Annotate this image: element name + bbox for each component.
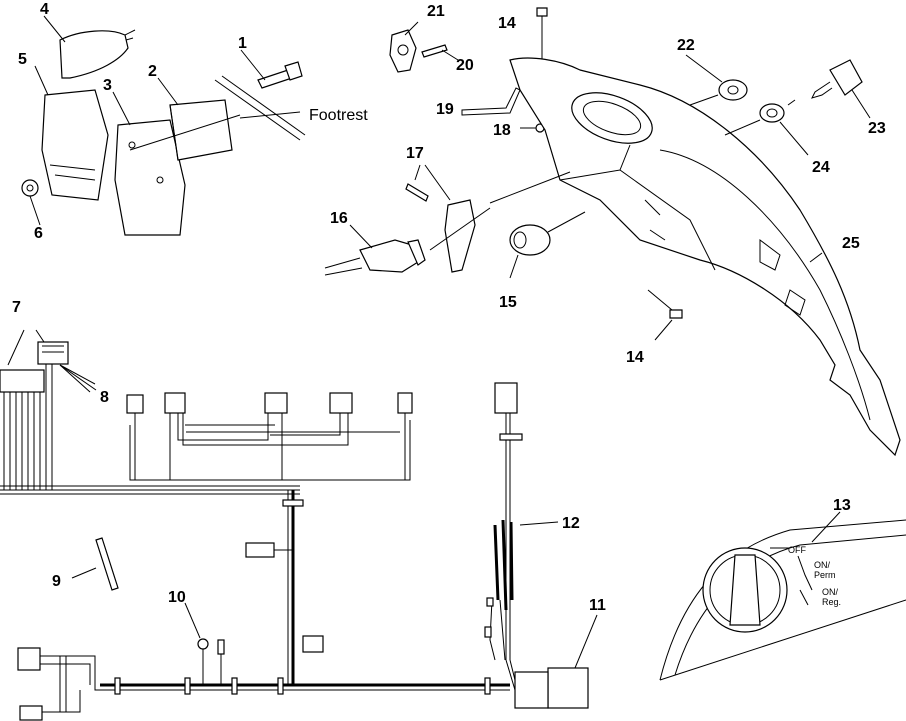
callout-18: 18 bbox=[493, 122, 511, 139]
callout-labels: 1 2 3 4 5 6 7 8 9 10 11 12 13 14 14 15 1… bbox=[12, 1, 886, 614]
callout-21: 21 bbox=[427, 3, 445, 20]
callout-9: 9 bbox=[52, 573, 61, 590]
clip-part bbox=[389, 29, 417, 73]
callout-25: 25 bbox=[842, 235, 860, 252]
wiring-harness bbox=[0, 329, 598, 721]
key-part bbox=[829, 59, 863, 96]
callout-5: 5 bbox=[18, 51, 27, 68]
screw-part bbox=[421, 44, 448, 58]
switch-off-label: OFF bbox=[788, 545, 806, 555]
callout-1: 1 bbox=[238, 35, 247, 52]
screw-top-part bbox=[536, 7, 548, 17]
callout-3: 3 bbox=[103, 77, 112, 94]
switch-components bbox=[324, 7, 586, 279]
tie-strap bbox=[95, 537, 119, 591]
switch-on-perm-label-2: Perm bbox=[814, 570, 836, 580]
side-connector bbox=[245, 542, 275, 558]
connector-c bbox=[264, 392, 288, 414]
lower-connector bbox=[302, 635, 324, 653]
switch-on-reg-label-2: Reg. bbox=[822, 597, 841, 607]
ring-terminal bbox=[197, 638, 209, 650]
pouch-part bbox=[59, 30, 129, 79]
callout-15: 15 bbox=[499, 294, 517, 311]
callout-16: 16 bbox=[330, 210, 348, 227]
connector-left-2 bbox=[19, 705, 43, 721]
connector-left-1 bbox=[17, 647, 41, 671]
connector-d bbox=[329, 392, 353, 414]
nut-part bbox=[21, 179, 39, 197]
callout-22: 22 bbox=[677, 37, 695, 54]
connector-12-top bbox=[494, 382, 518, 414]
module-assembly bbox=[21, 15, 306, 236]
callout-13: 13 bbox=[833, 497, 851, 514]
connector-b bbox=[164, 392, 186, 414]
ignition-switch-part bbox=[509, 224, 551, 256]
callout-2: 2 bbox=[148, 63, 157, 80]
callout-8: 8 bbox=[100, 389, 109, 406]
callout-20: 20 bbox=[456, 57, 474, 74]
ignition-switch-detail bbox=[659, 511, 906, 681]
callout-12: 12 bbox=[562, 515, 580, 532]
pin-part bbox=[461, 87, 521, 116]
callout-11: 11 bbox=[589, 597, 606, 614]
connector-a bbox=[126, 394, 144, 414]
callout-4: 4 bbox=[40, 1, 49, 18]
console-housing bbox=[489, 54, 901, 457]
footrest-label: Footrest bbox=[309, 107, 368, 124]
callout-6: 6 bbox=[34, 225, 43, 242]
callout-14a: 14 bbox=[498, 15, 516, 32]
callout-24: 24 bbox=[812, 159, 830, 176]
callout-17: 17 bbox=[406, 145, 424, 162]
connector-11 bbox=[547, 667, 589, 709]
connector-7 bbox=[37, 341, 69, 365]
connector-e bbox=[397, 392, 413, 414]
callout-14b: 14 bbox=[626, 349, 644, 366]
callout-19: 19 bbox=[436, 101, 454, 118]
callout-10: 10 bbox=[168, 589, 186, 606]
mount-plate-part bbox=[169, 99, 233, 161]
module-box-part bbox=[41, 89, 109, 201]
housing-body bbox=[509, 57, 901, 457]
washer-24-part bbox=[759, 103, 785, 123]
switch-on-reg-label-1: ON/ bbox=[822, 587, 839, 597]
callout-23: 23 bbox=[868, 120, 886, 137]
switch-on-perm-label-1: ON/ bbox=[814, 560, 831, 570]
knob-part bbox=[444, 199, 476, 273]
screw-lower-part bbox=[669, 309, 683, 319]
callout-7: 7 bbox=[12, 299, 21, 316]
nut-22-part bbox=[718, 79, 748, 101]
